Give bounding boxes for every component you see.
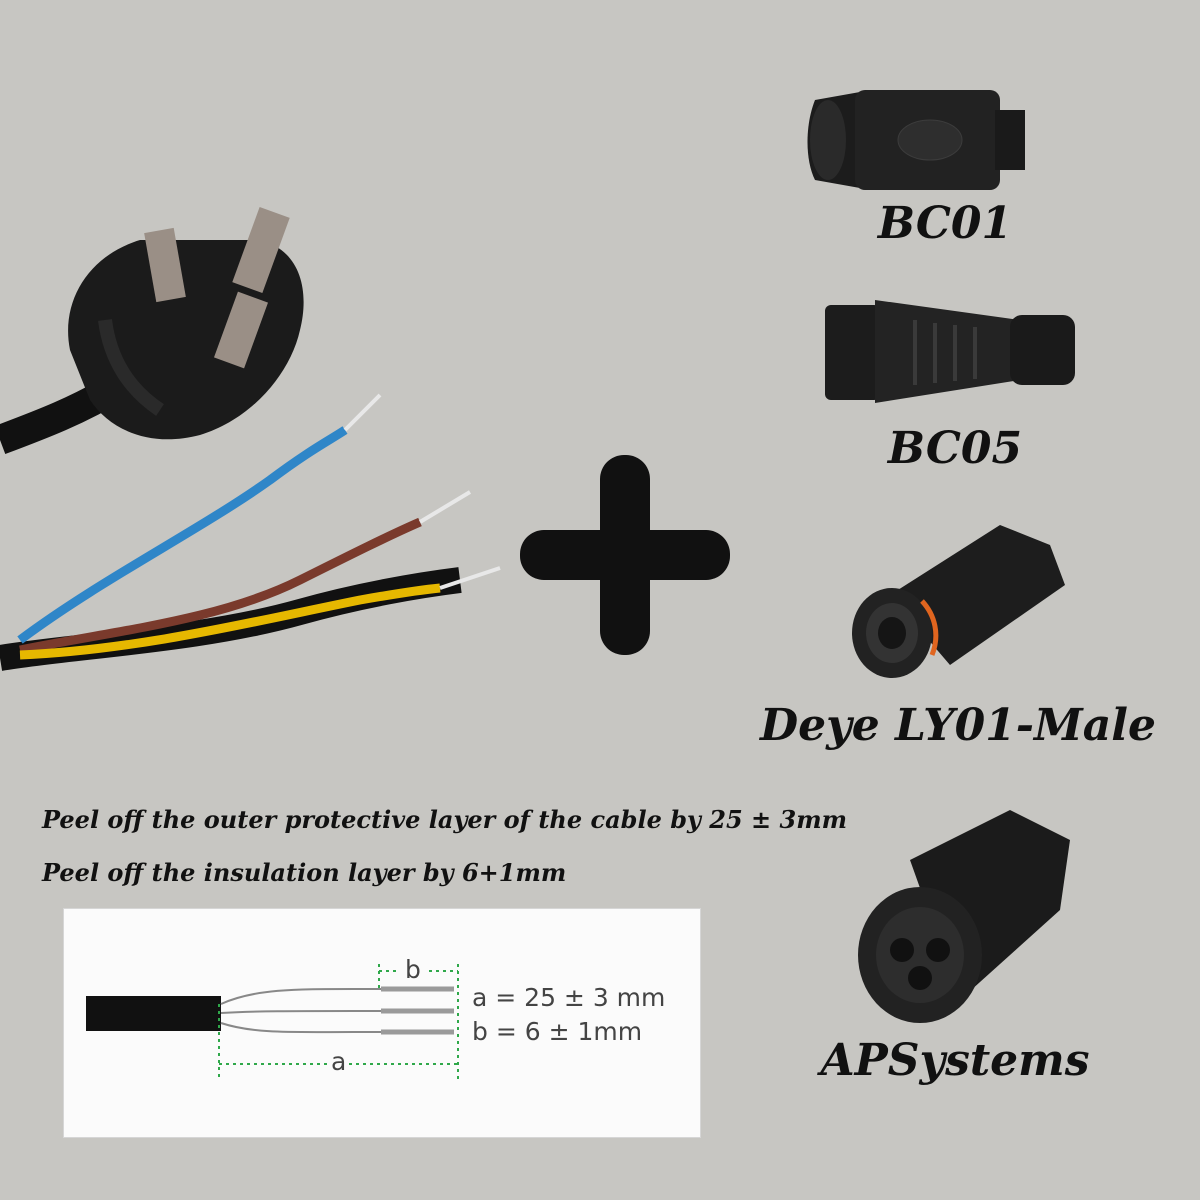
deye-ly01-label: Deye LY01-Male [760, 700, 1156, 751]
uk-plug-cable-image [0, 206, 501, 671]
b-marker: b [405, 955, 421, 984]
apsystems-label: APSystems [820, 1035, 1090, 1086]
bc01-connector-icon [807, 90, 1025, 190]
a-marker: a [331, 1047, 347, 1076]
stripping-diagram-drawing [86, 964, 459, 1079]
bc05-connector-icon [825, 300, 1075, 403]
plug-body [68, 206, 304, 440]
apsystems-connector-icon [858, 810, 1070, 1023]
a-spec: a = 25 ± 3 mm [472, 983, 666, 1012]
instruction-line-1: Peel off the outer protective layer of t… [42, 805, 847, 834]
plus-icon [520, 455, 730, 655]
cable-wires [0, 393, 501, 671]
bc05-label: BC05 [887, 423, 1023, 474]
deye-ly01-connector-icon [852, 525, 1065, 678]
b-spec: b = 6 ± 1mm [472, 1017, 643, 1046]
bc01-label: BC01 [877, 198, 1013, 249]
stripping-diagram: a b a = 25 ± 3 mm b = 6 ± 1mm [63, 908, 701, 1138]
instruction-line-2: Peel off the insulation layer by 6+1mm [42, 858, 567, 887]
